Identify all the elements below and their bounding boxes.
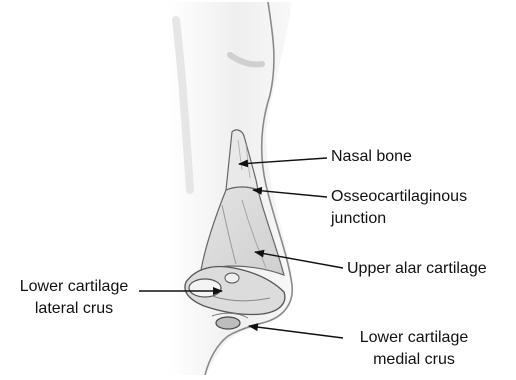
lower-medial-pointer: [249, 326, 343, 338]
lower-lateral-crus-label-line1: Lower cartilage: [4, 276, 144, 298]
osseocartilaginous-label-line1: Osseocartilaginous: [331, 186, 467, 208]
osseocartilaginous-label-line2: junction: [331, 208, 386, 230]
upper-alar-cartilage-label: Upper alar cartilage: [347, 258, 487, 280]
lower-medial-crus-label-line1: Lower cartilage: [344, 327, 484, 349]
nasal-bone-label: Nasal bone: [331, 146, 412, 168]
lower-lateral-crus-label-line2: lateral crus: [4, 298, 144, 320]
lower-medial-crus-label-line2: medial crus: [344, 349, 484, 371]
